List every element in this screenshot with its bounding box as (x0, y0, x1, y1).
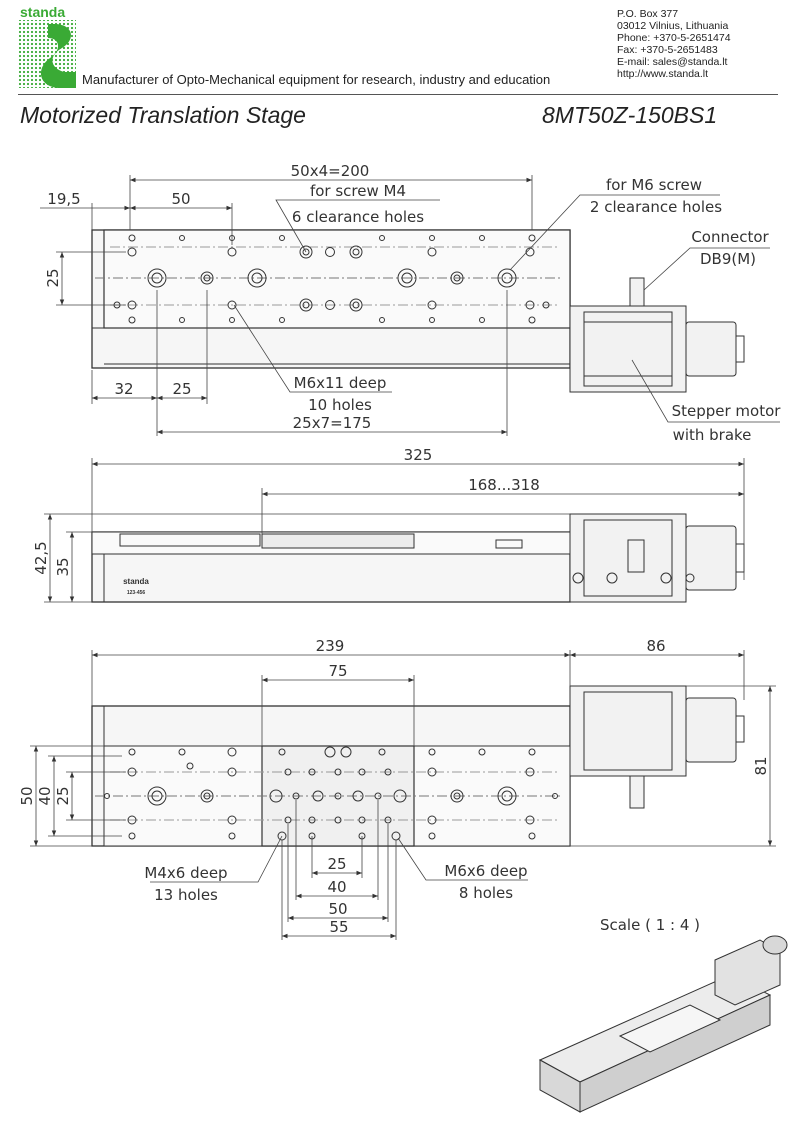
note-m4-line1: for screw M4 (310, 182, 406, 200)
note-m6x6-line2: 8 holes (459, 884, 513, 902)
dim-travel: 168...318 (468, 476, 540, 494)
side-view (91, 513, 745, 603)
header-rule (18, 94, 778, 95)
dim-width-50: 50 (18, 786, 36, 805)
dim-hole-40: 40 (327, 878, 346, 896)
top-motor (569, 277, 745, 393)
note-m6-line1: for M6 screw (606, 176, 702, 194)
top-view (91, 229, 745, 393)
contact-line: P.O. Box 377 (617, 8, 679, 20)
note-m4-line2: 6 clearance holes (292, 208, 424, 226)
note-m6x6-line1: M6x6 deep (444, 862, 527, 880)
contact-line: E-mail: sales@standa.lt (617, 56, 728, 68)
dim-side: 25 (44, 268, 62, 287)
note-m6-line2: 2 clearance holes (590, 198, 722, 216)
dim-left: 32 (114, 380, 133, 398)
dim-hole-50: 50 (328, 900, 347, 918)
dim-height-total: 42,5 (32, 541, 50, 574)
note-connector-line2: DB9(M) (700, 250, 756, 268)
note-motor-line1: Stepper motor (672, 402, 782, 420)
note-m4x6-line1: M4x6 deep (144, 864, 227, 882)
contact-line: 03012 Vilnius, Lithuania (617, 20, 729, 32)
bottom-holes (104, 746, 558, 841)
contact-block: P.O. Box 377 03012 Vilnius, Lithuania Ph… (617, 8, 731, 80)
dim-row: 25x7=175 (293, 414, 372, 432)
page-title: Motorized Translation Stage (20, 102, 306, 128)
dim-step: 25 (172, 380, 191, 398)
dim-offset: 19,5 (47, 190, 80, 208)
dim-total-pitch: 50x4=200 (291, 162, 370, 180)
model-number: 8MT50Z-150BS1 (542, 102, 718, 128)
standa-logo (18, 6, 76, 88)
dim-carriage: 75 (328, 662, 347, 680)
company-tagline: Manufacturer of Opto-Mechanical equipmen… (82, 72, 551, 87)
dim-length: 325 (404, 446, 433, 464)
note-motor-line2: with brake (673, 426, 752, 444)
dim-total-height: 81 (752, 756, 770, 775)
scale-label: Scale ( 1 : 4 ) (600, 916, 700, 934)
side-brand-label: standa (123, 577, 149, 586)
logo-wordmark: standa (20, 4, 66, 20)
dim-height-body: 35 (54, 557, 72, 576)
contact-line: Phone: +370-5-2651474 (617, 32, 731, 44)
dim-hole-55: 55 (329, 918, 348, 936)
contact-line: Fax: +370-5-2651483 (617, 44, 718, 56)
note-m4x6-line2: 13 holes (154, 886, 218, 904)
note-holes-line1: M6x11 deep (294, 374, 387, 392)
logo-mark (18, 20, 76, 88)
dim-pitch: 50 (171, 190, 190, 208)
dim-width-40: 40 (36, 786, 54, 805)
dim-width-25: 25 (54, 786, 72, 805)
dimension-labels: 50x4=200 50 19,5 25 32 25 25x7=175 for s… (18, 162, 781, 936)
note-holes-line2: 10 holes (308, 396, 372, 414)
dim-hole-25: 25 (327, 855, 346, 873)
isometric-sketch (538, 935, 788, 1113)
side-brand-sub: 123-456 (127, 590, 146, 596)
contact-line: http://www.standa.lt (617, 68, 709, 80)
dim-motor: 86 (646, 637, 665, 655)
bottom-view (91, 685, 745, 847)
dim-body: 239 (316, 637, 345, 655)
note-connector-line1: Connector (691, 228, 769, 246)
